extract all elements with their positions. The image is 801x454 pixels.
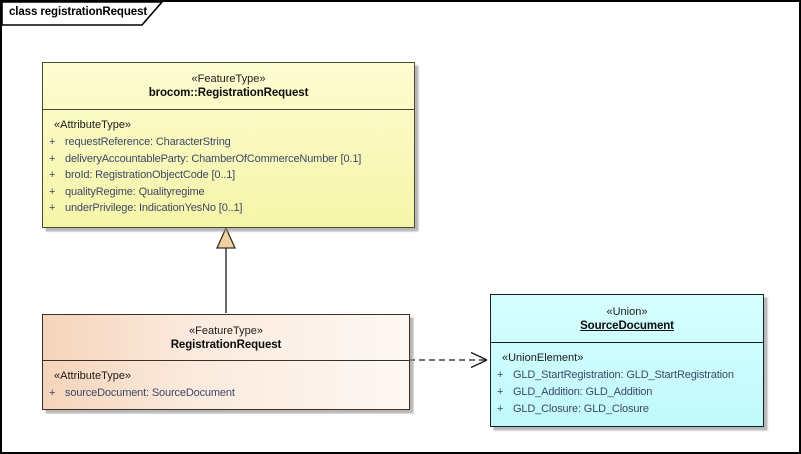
dependency-arrowhead-icon [470, 351, 488, 369]
stereotype-label: «FeatureType» [191, 73, 266, 85]
visibility-symbol: + [49, 136, 56, 148]
class-name: brocom::RegistrationRequest [148, 87, 309, 99]
generalization-arrow [215, 226, 237, 313]
diagram-title: class registrationRequest [9, 6, 148, 18]
visibility-symbol: + [497, 369, 504, 381]
attribute-text: GLD_Closure: GLD_Closure [513, 403, 649, 415]
class-box-registrationrequest: «FeatureType» RegistrationRequest «Attri… [42, 314, 410, 410]
attribute-stereotype-label: «UnionElement» [502, 352, 584, 364]
class-name: SourceDocument [580, 319, 674, 332]
attribute-text: GLD_Addition: GLD_Addition [513, 386, 653, 398]
attributes-compartment: «AttributeType» + requestReference: Char… [43, 110, 414, 217]
class-header: «Union» SourceDocument [491, 295, 763, 343]
attribute-row: + GLD_Addition: GLD_Addition [491, 384, 763, 401]
class-header: «FeatureType» brocom::RegistrationReques… [43, 63, 414, 110]
attribute-row: + underPrivilege: IndicationYesNo [0..1] [43, 200, 414, 217]
attribute-text: deliveryAccountableParty: ChamberOfComme… [65, 152, 362, 165]
generalization-arrowhead-icon [215, 226, 237, 249]
attribute-stereotype-label: «AttributeType» [54, 370, 132, 382]
visibility-symbol: + [497, 386, 504, 398]
union-box-sourcedocument: «Union» SourceDocument «UnionElement» + … [490, 294, 764, 427]
attribute-row: + GLD_Closure: GLD_Closure [491, 401, 763, 418]
attribute-text: requestReference: CharacterString [65, 136, 231, 148]
stereotype-label: «Union» [606, 305, 648, 318]
dependency-arrow [409, 351, 488, 369]
attribute-row: + GLD_StartRegistration: GLD_StartRegist… [491, 367, 763, 384]
visibility-symbol: + [49, 152, 56, 165]
frame-tab [2, 2, 164, 26]
attribute-row: + requestReference: CharacterString [43, 134, 414, 151]
attribute-text: underPrivilege: IndicationYesNo [0..1] [65, 202, 243, 214]
attribute-text: sourceDocument: SourceDocument [65, 387, 235, 399]
attribute-row: + broId: RegistrationObjectCode [0..1] [43, 167, 414, 184]
class-name: RegistrationRequest [170, 338, 282, 351]
attribute-text: GLD_StartRegistration: GLD_StartRegistra… [513, 369, 734, 381]
frame-tab-shape [2, 2, 164, 26]
attribute-text: broId: RegistrationObjectCode [0..1] [65, 169, 236, 181]
visibility-symbol: + [497, 403, 504, 415]
visibility-symbol: + [49, 202, 56, 214]
stereotype-label: «FeatureType» [189, 324, 263, 337]
attribute-row: + deliveryAccountableParty: ChamberOfCom… [43, 151, 414, 168]
attributes-compartment: «AttributeType» + sourceDocument: Source… [43, 361, 409, 402]
visibility-symbol: + [49, 387, 56, 399]
visibility-symbol: + [49, 169, 56, 181]
class-header: «FeatureType» RegistrationRequest [43, 315, 409, 361]
attribute-row: + sourceDocument: SourceDocument [43, 385, 409, 402]
attribute-stereotype-label: «AttributeType» [54, 119, 132, 131]
visibility-symbol: + [49, 185, 56, 198]
attribute-text: qualityRegime: Qualityregime [65, 185, 205, 198]
attributes-compartment: «UnionElement» + GLD_StartRegistration: … [491, 343, 763, 418]
attribute-row: + qualityRegime: Qualityregime [43, 184, 414, 201]
class-box-brocom-registrationrequest: «FeatureType» brocom::RegistrationReques… [42, 62, 415, 228]
